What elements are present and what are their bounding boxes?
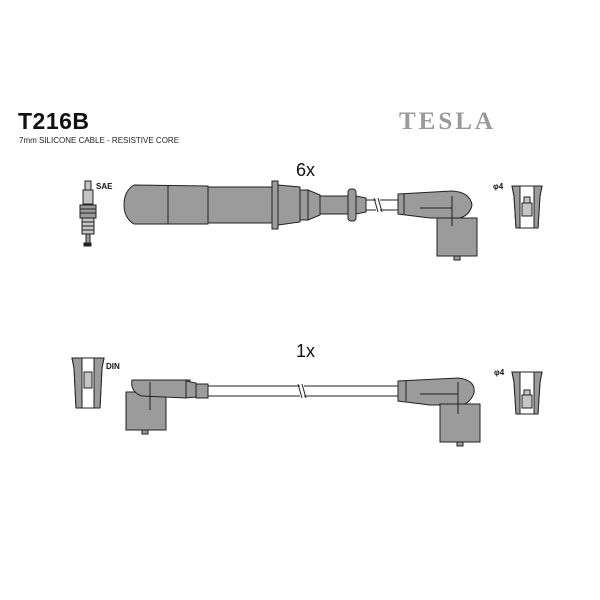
spark-plug-icon bbox=[79, 180, 97, 247]
sae-label: SAE bbox=[96, 182, 113, 191]
top-terminal-section-icon bbox=[511, 185, 543, 229]
bottom-terminal-section-icon bbox=[511, 371, 543, 415]
part-code: T216B bbox=[18, 108, 90, 134]
top-lead-quantity: 6x bbox=[296, 160, 316, 180]
top-cable bbox=[366, 197, 398, 213]
din-label: DIN bbox=[106, 362, 120, 371]
bottom-cable bbox=[208, 383, 398, 399]
bottom-left-boot bbox=[125, 379, 209, 435]
bottom-lead-quantity: 1x bbox=[296, 341, 316, 361]
top-terminal-diameter-label: φ4 bbox=[493, 182, 504, 191]
din-terminal-section-icon bbox=[71, 357, 105, 409]
cable-description: 7mm SILICONE CABLE - RESISTIVE CORE bbox=[19, 136, 180, 145]
bottom-terminal-diameter-label: φ4 bbox=[494, 368, 505, 377]
top-terminal-boot bbox=[397, 190, 478, 261]
bottom-right-boot bbox=[397, 377, 481, 447]
top-plug-boot bbox=[123, 180, 367, 230]
brand-logo: TESLA bbox=[399, 108, 496, 135]
